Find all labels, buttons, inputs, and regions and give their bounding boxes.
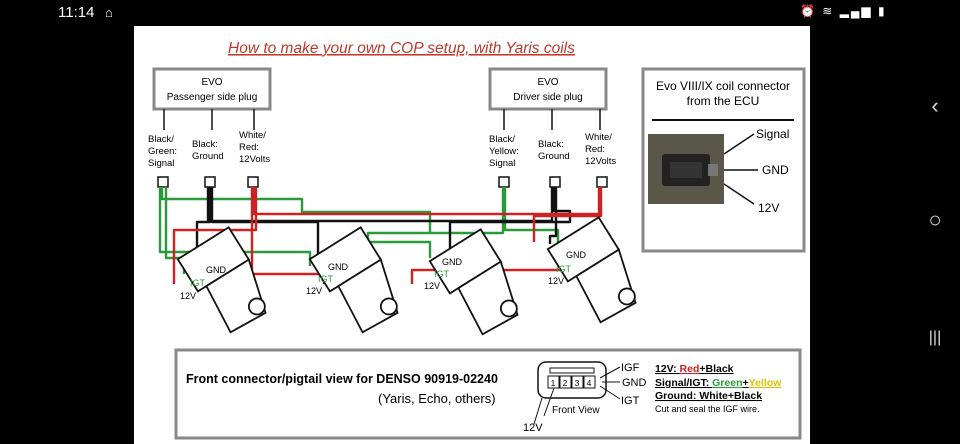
ecu-connector-photo [648, 134, 724, 204]
driver-plug-line2: Driver side plug [513, 92, 582, 103]
ecu-title2: from the ECU [687, 94, 760, 108]
ecu-12v: 12V [758, 201, 779, 215]
d-pin2-l2: Ground [538, 151, 570, 162]
status-icons: ⏰ ≋ ▂▄▆ ▮ [800, 4, 887, 18]
d-pin1-l2: Yellow: [489, 146, 519, 157]
image-viewer[interactable]: How to make your own COP setup, with Yar… [134, 26, 810, 444]
nav-bar: ‹ ○ ||| [910, 0, 960, 444]
ecu-title1: Evo VIII/IX coil connector [656, 79, 790, 93]
recents-button[interactable]: ||| [928, 329, 942, 346]
coil-4 [546, 216, 637, 324]
coil-1 [176, 226, 267, 334]
ecu-gnd: GND [762, 163, 789, 177]
coil-3 [428, 228, 519, 336]
clock: 11:14 [58, 4, 95, 21]
coil1-igt: IGT [190, 278, 206, 288]
d-pin1-l1: Black/ [489, 134, 515, 145]
p-terminal-12v [247, 176, 259, 188]
p-pin2-l2: Ground [192, 151, 224, 162]
d-pin2-l1: Black: [538, 139, 564, 150]
status-bar: 11:14 ⌂ ⏰ ≋ ▂▄▆ ▮ [0, 0, 960, 26]
p-terminal-ground [204, 176, 216, 188]
coil2-12v: 12V [306, 286, 322, 296]
d-pin3-l1: White/ [585, 132, 612, 143]
pin-2: 2 [563, 378, 568, 388]
d-pin1-l3: Signal [489, 158, 515, 169]
legend-ground: Ground: White+Black [655, 390, 762, 402]
diagram-title: How to make your own COP setup, with Yar… [228, 40, 575, 57]
pin-4: 4 [587, 378, 592, 388]
p-pin1-l3: Signal [148, 158, 174, 169]
coil3-12v: 12V [424, 281, 440, 291]
d-pin3-l2: Red: [585, 144, 605, 155]
p-pin3-l2: Red: [239, 142, 259, 153]
igf-label: IGF [621, 362, 640, 374]
denso-title: Front connector/pigtail view for DENSO 9… [186, 372, 498, 386]
p-pin3-l3: 12Volts [239, 154, 270, 165]
d-pin3-l3: 12Volts [585, 156, 616, 167]
coil1-12v: 12V [180, 291, 196, 301]
p-pin1-l2: Green: [148, 146, 177, 157]
pin-3: 3 [575, 378, 580, 388]
coil1-gnd: GND [206, 265, 227, 275]
d-terminal-signal [498, 176, 510, 188]
pin-1: 1 [551, 378, 556, 388]
legend-12v: 12V: Red+Black [655, 363, 734, 375]
passenger-plug-line1: EVO [201, 77, 222, 88]
battery-icon: ▮ [878, 4, 887, 18]
driver-plug-line1: EVO [537, 77, 558, 88]
coil3-gnd: GND [442, 257, 463, 267]
coil4-igt: IGT [556, 264, 572, 274]
alarm-icon: ⏰ [800, 4, 817, 18]
p-pin3-l1: White/ [239, 130, 266, 141]
driver-plug-box [488, 67, 608, 111]
igt-label: IGT [621, 395, 640, 407]
pin-12v-label: 12V [523, 422, 543, 434]
denso-subtitle: (Yaris, Echo, others) [378, 391, 496, 406]
coils [176, 216, 637, 336]
coil-2 [308, 226, 399, 334]
drive-sync-icon: ⌂ [105, 5, 113, 20]
d-terminal-ground [549, 176, 561, 188]
p-terminal-signal [157, 176, 169, 188]
cop-wiring-diagram: How to make your own COP setup, with Yar… [148, 40, 806, 440]
p-pin1-l1: Black/ [148, 134, 174, 145]
ecu-signal: Signal [756, 127, 789, 141]
coil2-gnd: GND [328, 262, 349, 272]
passenger-plug-line2: Passenger side plug [167, 92, 258, 103]
passenger-plug-box [152, 67, 272, 111]
coil3-igt: IGT [434, 269, 450, 279]
p-pin2-l1: Black: [192, 139, 218, 150]
signal-icon: ▂▄▆ [839, 4, 873, 18]
back-button[interactable]: ‹ [931, 93, 939, 118]
pin-connector-drawing: 1 2 3 4 [533, 361, 621, 425]
gnd-label: GND [622, 377, 647, 389]
wifi-icon: ≋ [822, 4, 835, 18]
home-button[interactable]: ○ [928, 207, 942, 232]
legend-cut-igf: Cut and seal the IGF wire. [655, 404, 760, 414]
d-terminal-12v [596, 176, 608, 188]
denso-connector-box [174, 348, 802, 440]
front-view-label: Front View [552, 405, 600, 416]
legend-signal: Signal/IGT: Green+Yellow [655, 377, 782, 389]
coil2-igt: IGT [318, 274, 334, 284]
coil4-12v: 12V [548, 276, 564, 286]
coil4-gnd: GND [566, 250, 587, 260]
